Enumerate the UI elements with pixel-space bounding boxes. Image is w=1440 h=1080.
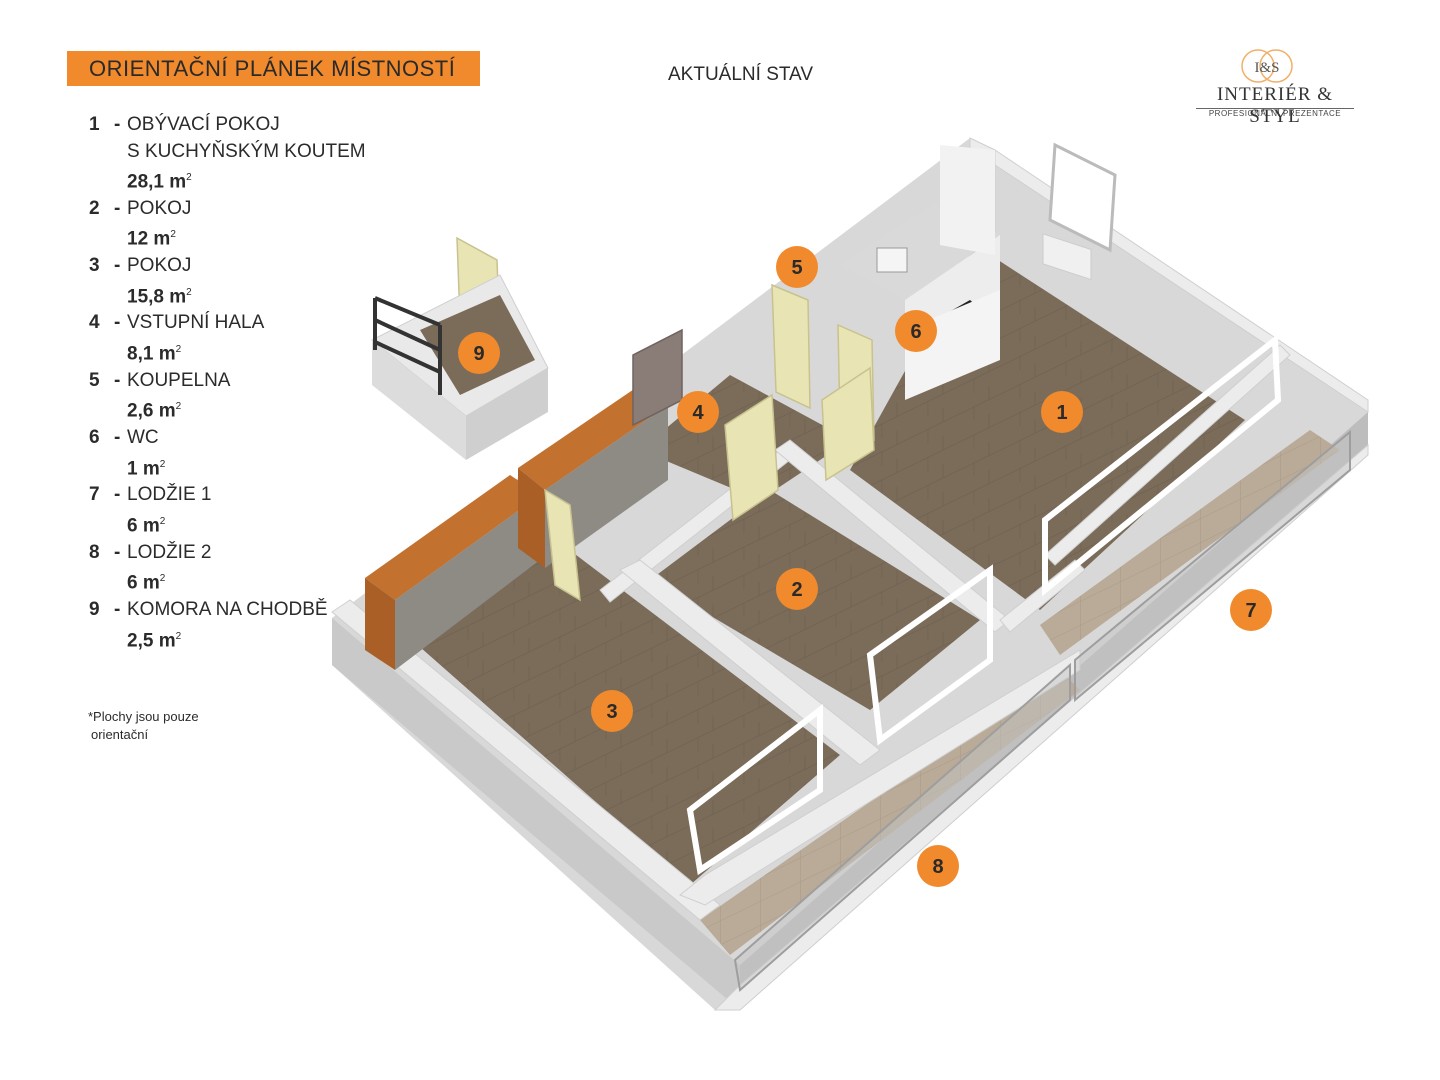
legend-number: 4 [89, 312, 100, 334]
legend-item: 9 - KOMORA NA CHODBĚ 2,5 m2 [87, 597, 387, 654]
svg-text:1: 1 [1056, 402, 1067, 424]
window [1042, 142, 1117, 281]
svg-text:2: 2 [791, 579, 802, 601]
legend-item: 1 - OBÝVACÍ POKOJ S KUCHYŇSKÝM KOUTEM 28… [87, 112, 387, 196]
legend-room-name: OBÝVACÍ POKOJ [127, 114, 280, 135]
legend-number: 1 [89, 114, 100, 135]
legend-room-name-line2: S KUCHYŇSKÝM KOUTEM [127, 140, 366, 162]
legend-room-name: WC [127, 427, 159, 449]
legend-room-area: 15,8 m2 [127, 285, 192, 307]
storage-room-block [371, 274, 549, 460]
badge-room-3: 3 [591, 690, 633, 732]
logo-divider [1196, 108, 1354, 109]
legend-room-name: VSTUPNÍ HALA [127, 312, 265, 334]
legend-room-name: KOMORA NA CHODBĚ [127, 599, 328, 621]
legend-number: 8 [89, 541, 100, 563]
legend-dash: - [114, 599, 121, 621]
legend-dash: - [114, 197, 121, 219]
svg-text:8: 8 [932, 856, 943, 878]
legend-number: 9 [89, 599, 100, 621]
legend-item: 7 - LODŽIE 1 6 m2 [87, 482, 387, 539]
legend-item: 2 - POKOJ 12 m2 [87, 196, 387, 253]
legend-room-area: 2,5 m2 [127, 629, 182, 651]
legend-dash: - [114, 484, 121, 506]
svg-text:6: 6 [910, 321, 921, 343]
logo-tagline: PROFESIONÁLNÍ PREZENTACE [1208, 109, 1342, 118]
legend-item: 6 - WC 1 m2 [87, 425, 387, 482]
legend-room-area: 6 m2 [127, 572, 166, 594]
legend-room-name: LODŽIE 2 [127, 541, 212, 563]
railings [733, 429, 1351, 992]
legend-number: 5 [89, 369, 100, 391]
legend-number: 7 [89, 484, 100, 506]
legend-item: 8 - LODŽIE 2 6 m2 [87, 540, 387, 597]
legend-room-name: KOUPELNA [127, 369, 231, 391]
page-subtitle: AKTUÁLNÍ STAV [668, 64, 813, 85]
legend-number: 6 [89, 427, 100, 449]
legend-item: 4 - VSTUPNÍ HALA 8,1 m2 [87, 310, 387, 367]
glass-doors [686, 334, 1282, 876]
legend-room-area: 1 m2 [127, 457, 166, 479]
svg-text:5: 5 [791, 257, 802, 279]
wardrobes [365, 385, 668, 670]
legend-dash: - [114, 427, 121, 449]
badge-room-8: 8 [917, 845, 959, 887]
badge-room-7: 7 [1230, 589, 1272, 631]
badge-room-1: 1 [1041, 391, 1083, 433]
badge-room-6: 6 [895, 310, 937, 352]
svg-text:9: 9 [473, 343, 484, 365]
page-title: ORIENTAČNÍ PLÁNEK MÍSTNOSTÍ [67, 51, 480, 86]
badge-room-2: 2 [776, 568, 818, 610]
legend-room-name: POKOJ [127, 197, 192, 219]
logo-monogram-icon: I&S [1241, 49, 1293, 83]
legend-room-area: 12 m2 [127, 228, 176, 250]
badge-room-4: 4 [677, 391, 719, 433]
badge-room-9: 9 [458, 332, 500, 374]
legend-room-name: POKOJ [127, 255, 192, 277]
legend-room-area: 6 m2 [127, 515, 166, 537]
footnote-line-2: orientační [91, 727, 149, 742]
room-badges: 1 2 3 4 5 6 7 8 [458, 246, 1272, 887]
legend-item: 5 - KOUPELNA 2,6 m2 [87, 368, 387, 425]
legend-room-area: 8,1 m2 [127, 343, 182, 365]
legend-room-area: 28,1 m2 [127, 171, 192, 193]
legend-item: 3 - POKOJ 15,8 m2 [87, 253, 387, 310]
svg-text:I&S: I&S [1254, 60, 1279, 76]
svg-text:7: 7 [1245, 600, 1256, 622]
legend-number: 3 [89, 255, 100, 277]
badge-room-5: 5 [776, 246, 818, 288]
svg-text:3: 3 [606, 701, 617, 723]
brand-logo: I&S INTERIÉR & STYL PROFESIONÁLNÍ PREZEN… [1190, 48, 1360, 127]
legend-number: 2 [89, 197, 100, 219]
legend-room-area: 2,6 m2 [127, 400, 182, 422]
legend-dash: - [114, 369, 121, 391]
legend-dash: - [114, 255, 121, 277]
legend-dash: - [114, 114, 121, 135]
legend-room-name: LODŽIE 1 [127, 484, 212, 506]
svg-text:4: 4 [692, 402, 704, 424]
footnote-line-1: *Plochy jsou pouze [88, 709, 199, 724]
legend-dash: - [114, 541, 121, 563]
footnote: *Plochy jsou pouze orientační [88, 708, 238, 744]
logo-name: INTERIÉR & STYL [1216, 84, 1334, 127]
legend-dash: - [114, 312, 121, 334]
room-legend: 1 - OBÝVACÍ POKOJ S KUCHYŇSKÝM KOUTEM 28… [87, 112, 387, 654]
